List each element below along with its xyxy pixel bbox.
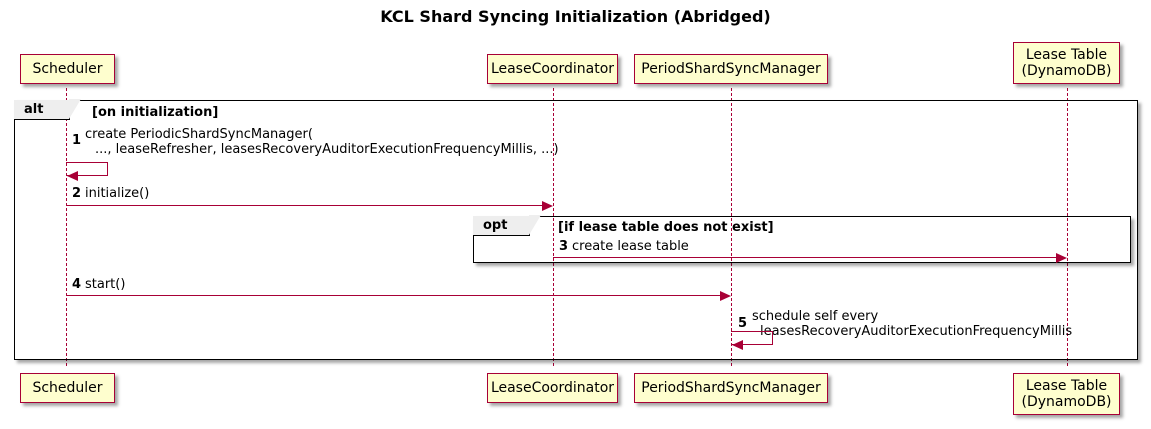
- message-1-text-line1: create PeriodicShardSyncManager(: [85, 127, 313, 142]
- message-3-number: 3: [559, 239, 568, 254]
- message-5-arrowhead: [732, 340, 743, 350]
- message-number: 1: [72, 133, 82, 148]
- message-3-line: [553, 257, 1057, 258]
- participant-label: Scheduler: [32, 61, 103, 77]
- message-4-number: 4: [72, 277, 81, 292]
- fragment-operator-label: opt: [483, 218, 508, 233]
- message-5-number: 5: [738, 316, 747, 331]
- participant-period-shard-sync-manager-bottom[interactable]: PeriodShardSyncManager: [634, 373, 828, 403]
- fragment-alt-operator-tab: alt: [14, 98, 81, 120]
- participant-period-shard-sync-manager-top[interactable]: PeriodShardSyncManager: [634, 54, 828, 84]
- fragment-operator-label: alt: [24, 102, 44, 117]
- participant-lease-table-top[interactable]: Lease Table (DynamoDB): [1013, 42, 1120, 84]
- message-number: 5: [738, 316, 748, 331]
- message-1-text-line2: ..., leaseRefresher, leasesRecoveryAudit…: [95, 142, 559, 157]
- message-3-arrowhead: [1056, 253, 1067, 263]
- lifeline-period-shard-sync-manager: [731, 88, 732, 366]
- participant-lease-table-bottom[interactable]: Lease Table (DynamoDB): [1013, 373, 1120, 415]
- lifeline-lease-table: [1067, 88, 1068, 366]
- diagram-title: KCL Shard Syncing Initialization (Abridg…: [380, 7, 771, 26]
- participant-label-line2: (DynamoDB): [1021, 394, 1112, 410]
- message-3-text: create lease table: [572, 239, 689, 254]
- participant-label: PeriodShardSyncManager: [641, 61, 821, 77]
- message-5-self-call-loop: [731, 331, 773, 345]
- message-number: 4: [72, 277, 82, 292]
- message-4-arrowhead: [720, 291, 731, 301]
- participant-label-line2: (DynamoDB): [1021, 63, 1112, 79]
- message-2-number: 2: [72, 186, 81, 201]
- message-1-self-call-loop: [66, 162, 108, 176]
- fragment-opt-lease-table-missing: [473, 216, 1131, 263]
- participant-label: Scheduler: [32, 380, 103, 396]
- participant-lease-coordinator-top[interactable]: LeaseCoordinator: [487, 54, 618, 84]
- message-number: 2: [72, 186, 82, 201]
- fragment-alt-on-initialization: [14, 100, 1138, 360]
- participant-label: PeriodShardSyncManager: [641, 380, 821, 396]
- lifeline-lease-coordinator: [553, 88, 554, 366]
- message-2-line: [66, 205, 544, 206]
- participant-scheduler-top[interactable]: Scheduler: [20, 54, 115, 84]
- message-2-text: initialize(): [85, 186, 150, 201]
- participant-label: LeaseCoordinator: [490, 380, 615, 396]
- lifeline-scheduler: [66, 88, 67, 366]
- participant-label-line1: Lease Table: [1025, 47, 1108, 63]
- message-number: 3: [559, 239, 569, 254]
- participant-label-line1: Lease Table: [1025, 378, 1108, 394]
- fragment-alt-guard: [on initialization]: [92, 105, 219, 120]
- participant-label: LeaseCoordinator: [490, 61, 615, 77]
- participant-lease-coordinator-bottom[interactable]: LeaseCoordinator: [487, 373, 618, 403]
- message-5-text-line1: schedule self every: [752, 309, 879, 324]
- message-1-arrowhead: [67, 171, 78, 181]
- message-2-arrowhead: [542, 201, 553, 211]
- message-4-line: [66, 295, 722, 296]
- message-4-text: start(): [85, 277, 126, 292]
- fragment-opt-operator-tab: opt: [473, 214, 541, 236]
- fragment-opt-guard: [if lease table does not exist]: [558, 220, 774, 235]
- message-1-number: 1: [72, 133, 81, 148]
- message-5-text-line2: leasesRecoveryAuditorExecutionFrequencyM…: [760, 324, 1073, 339]
- participant-scheduler-bottom[interactable]: Scheduler: [20, 373, 115, 403]
